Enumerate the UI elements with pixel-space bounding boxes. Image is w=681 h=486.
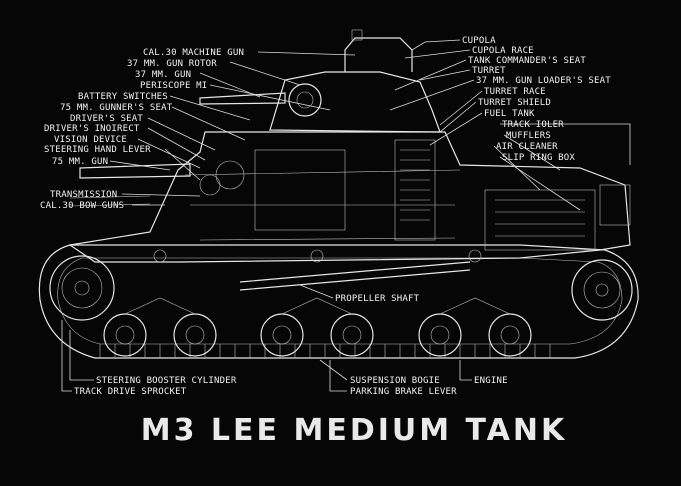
label-75mm-gunners-seat: 75 MM. GUNNER'S SEAT — [60, 103, 173, 113]
label-steering-booster-cylinder: STEERING BOOSTER CYLINDER — [96, 376, 237, 386]
label-vision-device: VISION DEVICE — [54, 135, 127, 145]
labels-bottom: STEERING BOOSTER CYLINDER TRACK DRIVE SP… — [74, 376, 508, 397]
labels-left: CAL.30 MACHINE GUN 37 MM. GUN ROTOR 37 M… — [40, 48, 244, 211]
gun-37mm — [199, 92, 286, 105]
propeller-shaft — [239, 261, 471, 291]
label-track-idler: TRACK IOLER — [502, 120, 564, 130]
track-links — [99, 344, 551, 358]
drive-sprocket — [49, 255, 115, 321]
label-track-drive-sprocket: TRACK DRIVE SPROCKET — [74, 387, 187, 397]
cupola — [344, 37, 413, 72]
gun-75mm — [79, 163, 191, 179]
label-fuel-tank: FUEL TANK — [484, 109, 535, 119]
label-periscope: PERISCOPE MI — [140, 81, 207, 91]
label-37mm-gun-loaders-seat: 37 MM. GUN LOADER'S SEAT — [476, 76, 611, 86]
label-propeller-shaft: PROPELLER SHAFT — [335, 294, 420, 304]
label-37mm-gun: 37 MM. GUN — [135, 70, 191, 80]
label-transmission: TRANSMISSION — [50, 190, 117, 200]
label-slip-ring-box: SLIP RING BOX — [502, 153, 575, 163]
poster-title: M3 LEE MEDIUM TANK — [141, 413, 568, 448]
label-parking-brake-lever: PARKING BRAKE LEVER — [350, 387, 457, 397]
label-cupola-race: CUPOLA RACE — [472, 46, 534, 56]
label-tank-commanders-seat: TANK COMMANDER'S SEAT — [468, 56, 586, 66]
label-75mm-gun: 75 MM. GUN — [52, 157, 108, 167]
label-turret: TURRET — [472, 66, 506, 76]
labels-right: CUPOLA CUPOLA RACE TANK COMMANDER'S SEAT… — [462, 36, 611, 163]
label-turret-race: TURRET RACE — [484, 87, 546, 97]
label-turret-shield: TURRET SHIELD — [478, 98, 551, 108]
label-drivers-indirect: DRIVER'S INOIRECT — [44, 124, 140, 134]
label-suspension-bogie: SUSPENSION BOGIE — [350, 376, 440, 386]
track-outline — [38, 244, 639, 359]
label-cupola: CUPOLA — [462, 36, 496, 46]
leader-lines — [61, 39, 631, 392]
road-wheels — [103, 313, 532, 357]
label-steering-hand-lever: STEERING HAND LEVER — [44, 145, 151, 155]
label-drivers-seat: DRIVER'S SEAT — [70, 114, 143, 124]
turret — [269, 71, 441, 133]
label-37mm-gun-rotor: 37 MM. GUN ROTOR — [127, 59, 217, 69]
label-battery-switches: BATTERY SWITCHES — [78, 92, 168, 102]
labels-center: PROPELLER SHAFT — [335, 294, 420, 304]
label-air-cleaner: AIR CLEANER — [496, 142, 558, 152]
track-idler — [571, 259, 633, 321]
label-cal30-machine-gun: CAL.30 MACHINE GUN — [143, 48, 244, 58]
track-inner — [57, 257, 623, 345]
label-engine: ENGINE — [474, 376, 508, 386]
label-mufflers: MUFFLERS — [506, 131, 551, 141]
label-cal30-bow-guns: CAL.30 BOW GUNS — [40, 201, 124, 211]
